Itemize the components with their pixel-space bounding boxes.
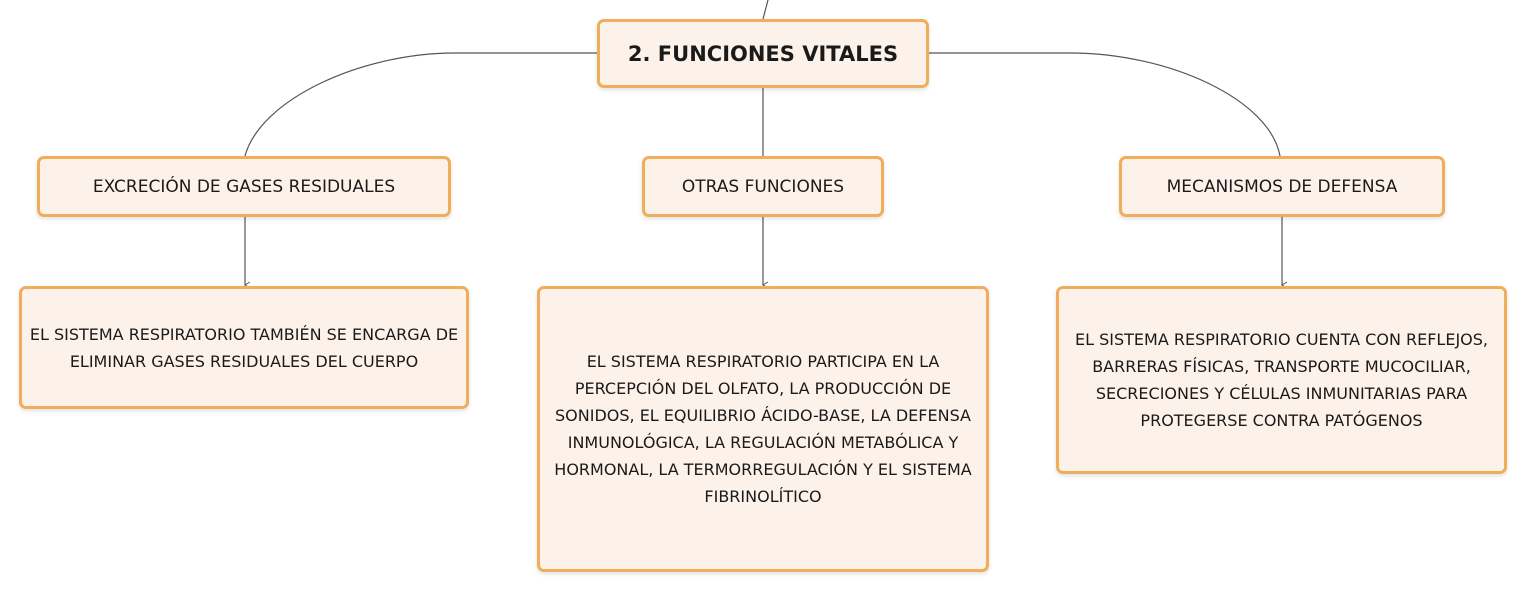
detail-node-excrecion[interactable]: EL SISTEMA RESPIRATORIO TAMBIÉN SE ENCAR… (19, 286, 469, 409)
connector-root-to-excrecion (244, 52, 597, 157)
branch-node-excrecion[interactable]: EXCRECIÓN DE GASES RESIDUALES (37, 156, 451, 217)
connector-root-to-defensa (929, 52, 1281, 157)
detail-text: EL SISTEMA RESPIRATORIO TAMBIÉN SE ENCAR… (29, 324, 459, 371)
branch-label: MECANISMOS DE DEFENSA (1166, 176, 1398, 197)
detail-node-otras-funciones[interactable]: EL SISTEMA RESPIRATORIO PARTICIPA EN LA … (537, 286, 989, 572)
branch-node-otras-funciones[interactable]: OTRAS FUNCIONES (642, 156, 884, 217)
detail-text: EL SISTEMA RESPIRATORIO CUENTA CON REFLE… (1074, 330, 1488, 430)
branch-label: EXCRECIÓN DE GASES RESIDUALES (92, 176, 396, 197)
branch-node-mecanismos-defensa[interactable]: MECANISMOS DE DEFENSA (1119, 156, 1445, 217)
branch-label: OTRAS FUNCIONES (681, 176, 845, 197)
incoming-connector (762, 0, 769, 20)
root-node[interactable]: 2. FUNCIONES VITALES (597, 19, 929, 88)
detail-text: EL SISTEMA RESPIRATORIO PARTICIPA EN LA … (554, 352, 972, 506)
detail-node-mecanismos-defensa[interactable]: EL SISTEMA RESPIRATORIO CUENTA CON REFLE… (1056, 286, 1507, 474)
root-title: 2. FUNCIONES VITALES (627, 41, 899, 66)
